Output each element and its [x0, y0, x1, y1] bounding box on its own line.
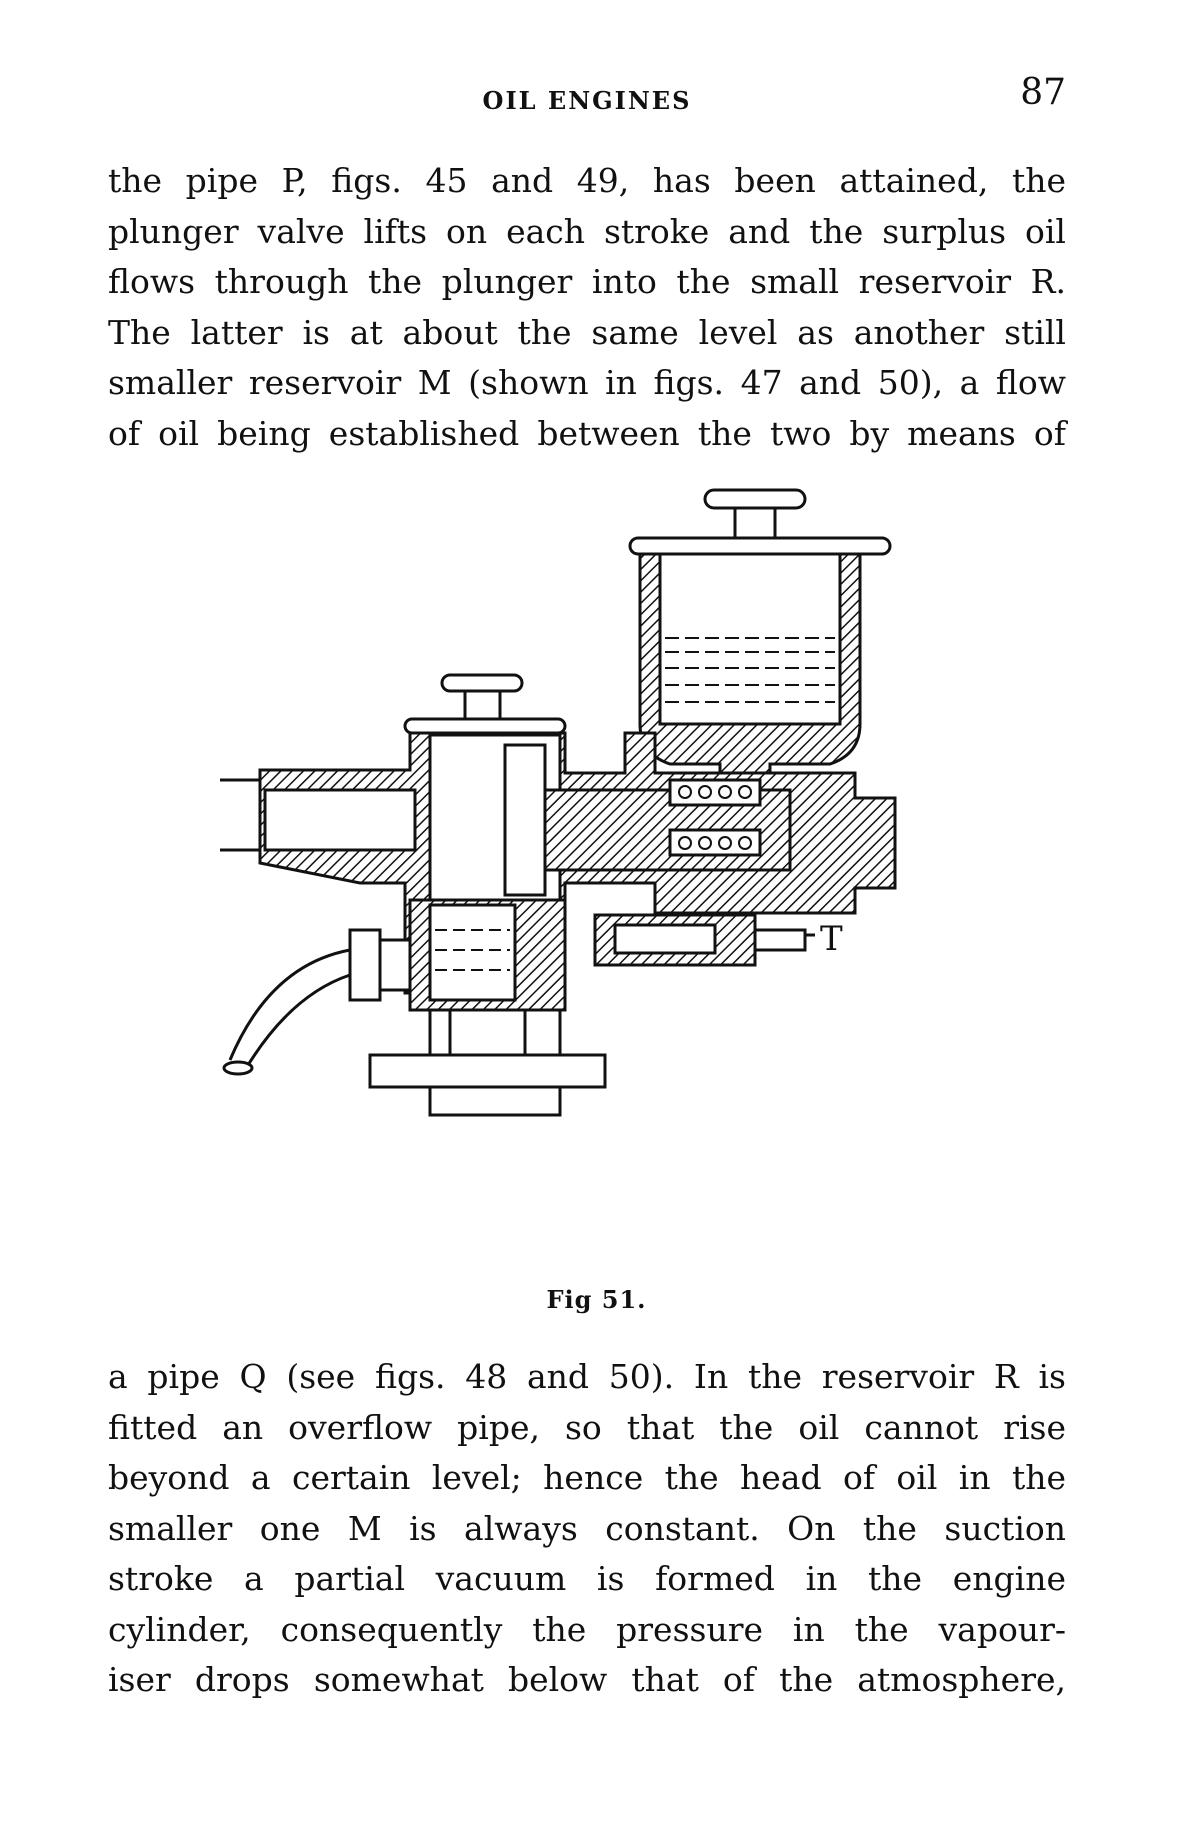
text-line: cylinder, consequently the pressure in t… — [108, 1609, 1066, 1649]
text-line: flows through the plunger into the small… — [108, 262, 1066, 301]
figure-51-oil-feed-diagram: T — [203, 480, 980, 1280]
figure-caption: Fig 51. — [546, 1285, 647, 1314]
page-number: 87 — [1020, 72, 1066, 113]
running-title: OIL ENGINES — [482, 86, 692, 115]
paragraph-bottom: a pipe Q (see figs. 48 and 50). In the r… — [108, 1352, 1066, 1706]
text-line: plunger valve lifts on each stroke and t… — [108, 211, 1066, 251]
text-line: stroke a partial vacuum is formed in the… — [108, 1559, 1066, 1598]
text-line: fitted an overflow pipe, so that the oil… — [108, 1407, 1066, 1447]
text-line: iser drops somewhat below that of the at… — [108, 1660, 1066, 1699]
text-line: a pipe Q (see figs. 48 and 50). In the r… — [108, 1357, 1066, 1396]
page-header: OIL ENGINES 87 — [108, 72, 1066, 116]
text-line: smaller reservoir M (shown in figs. 47 a… — [108, 363, 1066, 402]
text-line: the pipe P, figs. 45 and 49, has been at… — [108, 161, 1066, 200]
text-line: smaller one M is always constant. On the… — [108, 1508, 1066, 1548]
engineering-drawing: T — [203, 488, 897, 1117]
text-line: of oil being established between the two… — [108, 413, 1066, 453]
text-line: beyond a certain level; hence the head o… — [108, 1458, 1066, 1497]
label-t: T — [820, 919, 843, 959]
paragraph-top: the pipe P, figs. 45 and 49, has been at… — [108, 156, 1066, 459]
text-line: The latter is at about the same level as… — [108, 312, 1066, 352]
